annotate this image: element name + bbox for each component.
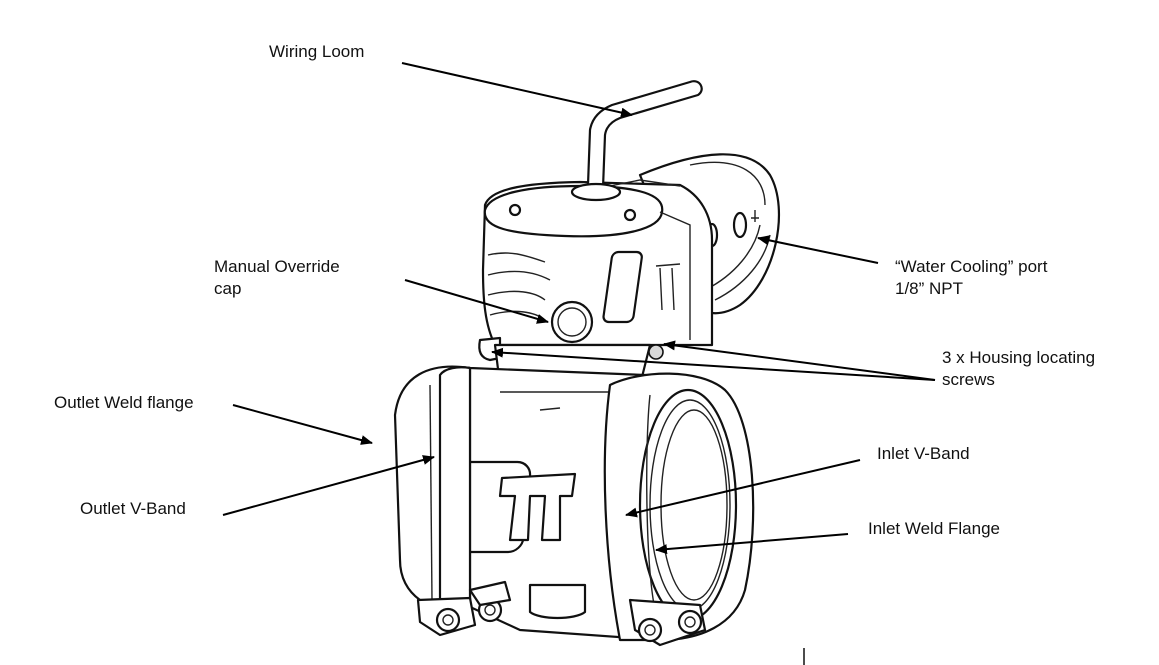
label-housing-screws: 3 x Housing locating screws [942, 347, 1095, 391]
tial-logo-icon [602, 250, 681, 324]
leader-outlet-weld-flange [232, 404, 373, 445]
leader-housing-screw-2 [663, 340, 936, 381]
leader-inlet-vband [625, 459, 861, 518]
wiring-loom [570, 80, 703, 202]
inlet-flange [603, 372, 755, 647]
label-wiring-loom: Wiring Loom [269, 42, 365, 61]
outlet-flange [393, 365, 512, 637]
leader-outlet-vband [222, 455, 435, 516]
label-water-cooling-port: “Water Cooling” port 1/8” NPT [895, 256, 1047, 300]
label-manual-override-cap: Manual Override cap [214, 256, 340, 300]
label-outlet-vband: Outlet V-Band [80, 499, 186, 518]
leader-inlet-weld-flange [655, 533, 849, 555]
label-housing-screws-line1: 3 x Housing locating [942, 348, 1096, 367]
leader-wiring-loom [401, 62, 633, 118]
leader-manual-override-cap [404, 279, 549, 324]
label-inlet-weld-flange: Inlet Weld Flange [868, 519, 1000, 538]
label-manual-override-line2: cap [214, 279, 242, 298]
label-water-cooling-line1: “Water Cooling” port [895, 257, 1048, 276]
label-outlet-weld-flange: Outlet Weld flange [54, 393, 194, 412]
label-housing-screws-line2: screws [942, 370, 995, 389]
leader-water-cooling-port [757, 235, 879, 264]
actuator-housing [478, 179, 714, 387]
leader-lines [222, 62, 936, 665]
label-water-cooling-line2: 1/8” NPT [895, 279, 964, 298]
label-manual-override-line1: Manual Override [214, 257, 340, 276]
label-inlet-vband: Inlet V-Band [877, 444, 970, 463]
leader-housing-screw-1 [491, 347, 936, 381]
